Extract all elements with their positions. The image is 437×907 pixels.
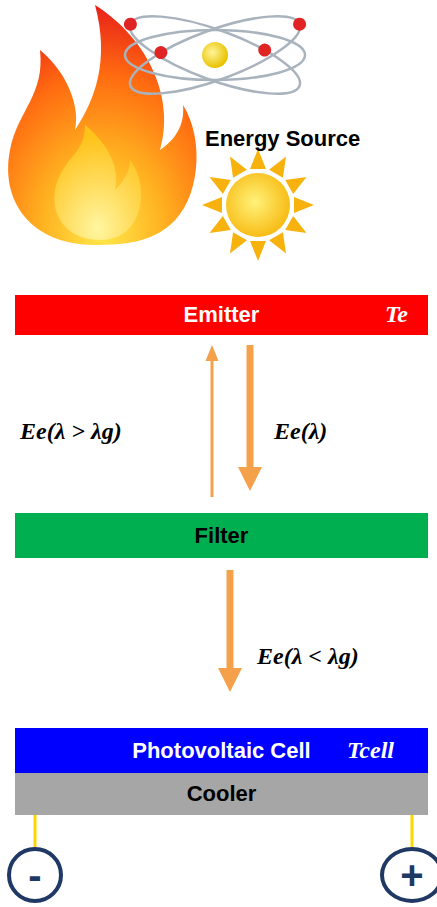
radiation-arrow [206,345,219,497]
radiation-arrow [218,570,242,692]
arrowhead [206,345,219,361]
arrow-shaft [247,345,254,468]
node-label: Emitter [184,302,260,327]
negative-terminal: - [7,847,63,903]
source-label: Energy Source [205,126,360,151]
flame-icon [8,5,196,245]
arrow-shaft [227,570,234,669]
cooler-bar: Cooler [15,773,428,815]
atom-icon [116,0,314,109]
node-label: - [28,855,41,895]
photovoltaic-cell-bar: Photovoltaic Cell Tcell [15,728,428,773]
spectrum-label: Ee(λ) [272,418,329,446]
temperature-symbol: Tcell [347,737,394,765]
node-label: Cooler [187,781,257,806]
node-label: Photovoltaic Cell [132,738,310,763]
positive-terminal: + [380,847,437,903]
radiation-arrow [238,345,262,491]
arrowhead [238,467,262,491]
sun-icon [202,149,314,261]
temperature-symbol: Te [385,301,408,329]
node-label: + [400,855,423,895]
node-label: Filter [195,523,249,548]
arrow-shaft [211,360,214,497]
spectrum-label: Ee(λ < λg) [255,643,361,671]
emitter-bar: Emitter Te [15,295,428,335]
filter-bar: Filter [15,513,428,558]
arrowhead [218,668,242,692]
spectrum-label: Ee(λ > λg) [18,418,124,446]
